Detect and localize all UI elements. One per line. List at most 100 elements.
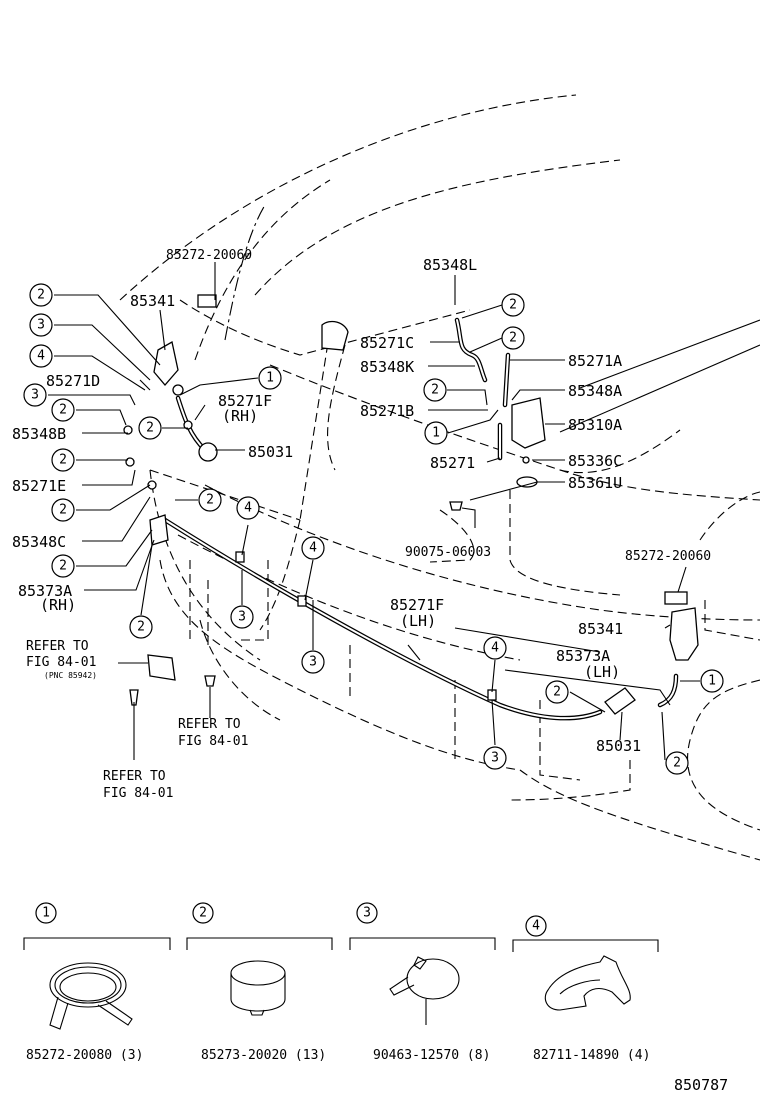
label-85348A: 85348A xyxy=(568,382,622,400)
refer-notes: REFER TO FIG 84-01 (PNC 85942) REFER TO … xyxy=(26,639,248,801)
callout-1: 1 xyxy=(258,366,282,390)
legend-item-1: 1 85272-20080 (3) xyxy=(23,902,171,1063)
label-85271: 85271 xyxy=(430,454,475,472)
svg-text:3: 3 xyxy=(309,655,317,670)
label-85272-20060-right: 85272-20060 xyxy=(625,549,711,564)
svg-text:85273-20020 (13): 85273-20020 (13) xyxy=(201,1048,326,1063)
label-85271F-lh-side: (LH) xyxy=(400,612,436,630)
clamp-85272-left-icon xyxy=(197,294,217,308)
cap-85361U-icon xyxy=(516,476,538,488)
label-85348L: 85348L xyxy=(423,256,477,274)
label-85272-20060-top: 85272-20060 xyxy=(166,248,252,263)
svg-text:2: 2 xyxy=(673,756,681,771)
label-85348C: 85348C xyxy=(12,533,66,551)
nozzle-85341-left-icon xyxy=(153,340,179,386)
callout-2: 2 xyxy=(501,326,525,350)
sensor-85942-icon xyxy=(147,654,176,681)
label-85031-bottom: 85031 xyxy=(596,737,641,755)
svg-text:85272-20080 (3): 85272-20080 (3) xyxy=(26,1048,143,1063)
label-85341-right: 85341 xyxy=(578,620,623,638)
svg-text:2: 2 xyxy=(206,493,214,508)
callout-2: 2 xyxy=(665,751,689,775)
callout-2: 2 xyxy=(138,416,162,440)
callout-2: 2 xyxy=(51,398,75,422)
check-valve-85031-lh-icon xyxy=(604,687,636,715)
callout-circles: 2 3 4 3 2 2 2 2 2 1 2 2 4 3 4 3 4 3 2 2 … xyxy=(23,283,724,775)
check-valve-85031-rh-icon xyxy=(198,442,218,462)
svg-text:1: 1 xyxy=(708,674,716,689)
callout-1: 1 xyxy=(424,421,448,445)
callout-2: 2 xyxy=(198,488,222,512)
callout-2: 2 xyxy=(51,498,75,522)
svg-text:90463-12570 (8): 90463-12570 (8) xyxy=(373,1048,490,1063)
label-85341-left: 85341 xyxy=(130,292,175,310)
label-85031-top: 85031 xyxy=(248,443,293,461)
svg-text:82711-14890 (4): 82711-14890 (4) xyxy=(533,1048,650,1063)
label-85271C: 85271C xyxy=(360,334,414,352)
band-clamp-icon xyxy=(230,960,286,1016)
label-85361U: 85361U xyxy=(568,474,622,492)
svg-text:4: 4 xyxy=(244,501,252,516)
svg-text:2: 2 xyxy=(137,620,145,635)
svg-text:2: 2 xyxy=(37,288,45,303)
callout-4: 4 xyxy=(236,496,260,520)
svg-text:2: 2 xyxy=(59,403,67,418)
svg-text:3: 3 xyxy=(31,388,39,403)
label-85373A-lh-side: (LH) xyxy=(584,663,620,681)
label-85271B: 85271B xyxy=(360,402,414,420)
svg-text:3: 3 xyxy=(238,610,246,625)
svg-text:4: 4 xyxy=(37,349,45,364)
svg-text:4: 4 xyxy=(309,541,317,556)
callout-2: 2 xyxy=(51,448,75,472)
refer-note-3-line2: FIG 84-01 xyxy=(103,786,173,801)
label-85310A: 85310A xyxy=(568,416,622,434)
svg-text:2: 2 xyxy=(509,331,517,346)
svg-text:2: 2 xyxy=(199,906,207,921)
svg-text:2: 2 xyxy=(146,421,154,436)
callout-3: 3 xyxy=(230,605,254,629)
callout-3: 3 xyxy=(23,383,47,407)
label-85373A-lh: 85373A xyxy=(556,647,610,665)
spring-clamp-icon xyxy=(49,962,133,1030)
label-85348B: 85348B xyxy=(12,425,66,443)
legend-item-4: 4 82711-14890 (4) xyxy=(512,915,659,1063)
label-85373A-rh: 85373A xyxy=(18,582,72,600)
svg-text:2: 2 xyxy=(59,559,67,574)
svg-text:2: 2 xyxy=(431,383,439,398)
bolt-90075-icon xyxy=(449,501,463,511)
callout-4: 4 xyxy=(29,344,53,368)
label-85348K: 85348K xyxy=(360,358,414,376)
legend-item-2: 2 85273-20020 (13) xyxy=(186,902,333,1063)
svg-text:3: 3 xyxy=(37,318,45,333)
leader-lines xyxy=(48,262,760,761)
callout-4: 4 xyxy=(301,536,325,560)
washer-tank-neck-icon xyxy=(321,320,349,351)
clamp-85272-right-icon xyxy=(664,591,688,605)
svg-text:4: 4 xyxy=(532,919,540,934)
label-85271F-rh-side: (RH) xyxy=(222,407,258,425)
callout-2: 2 xyxy=(423,378,447,402)
nut-refer-icon xyxy=(204,675,216,687)
refer-note-2-line2: FIG 84-01 xyxy=(178,734,248,749)
bolt-refer-icon xyxy=(129,689,139,706)
label-85373A-rh-side: (RH) xyxy=(40,596,76,614)
callout-3: 3 xyxy=(483,746,507,770)
washer-parts xyxy=(123,294,699,715)
label-85336C: 85336C xyxy=(568,452,622,470)
label-90075-06003: 90075-06003 xyxy=(405,545,491,560)
callout-3: 3 xyxy=(29,313,53,337)
svg-text:3: 3 xyxy=(491,751,499,766)
refer-note-1-line2: FIG 84-01 xyxy=(26,655,96,670)
bracket-85373A-rh-icon xyxy=(149,514,169,546)
label-85271F-rh: 85271F xyxy=(218,392,272,410)
label-85271F-lh: 85271F xyxy=(390,596,444,614)
svg-text:1: 1 xyxy=(266,371,274,386)
callout-4: 4 xyxy=(483,636,507,660)
svg-text:3: 3 xyxy=(363,906,371,921)
svg-text:2: 2 xyxy=(59,453,67,468)
callout-2: 2 xyxy=(29,283,53,307)
callout-1: 1 xyxy=(700,669,724,693)
svg-text:4: 4 xyxy=(491,641,499,656)
svg-text:2: 2 xyxy=(59,503,67,518)
